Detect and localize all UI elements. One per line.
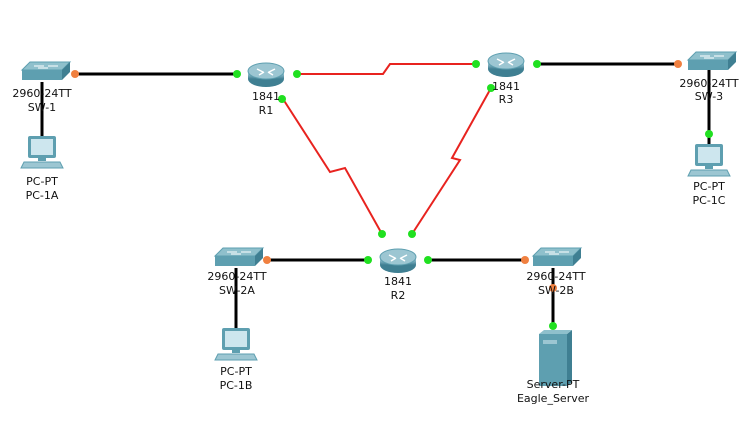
- device-name-label: PC-1A: [26, 189, 59, 202]
- port-light: [71, 70, 79, 78]
- switch-icon[interactable]: [532, 247, 582, 267]
- device-name-label: R2: [391, 289, 406, 302]
- pc-icon[interactable]: [20, 135, 64, 169]
- device-name-label: PC-1B: [220, 379, 253, 392]
- device-model-label: 2960-24TT: [12, 87, 71, 100]
- port-light: [705, 130, 713, 138]
- port-light: [549, 322, 557, 330]
- switch-icon[interactable]: [21, 61, 71, 81]
- port-light: [278, 95, 286, 103]
- device-model-label: PC-PT: [26, 175, 58, 188]
- device-name-label: Eagle_Server: [517, 392, 590, 405]
- device-model-label: 1841: [492, 80, 520, 93]
- device-name-label: R1: [259, 104, 274, 117]
- port-light: [408, 230, 416, 238]
- device-model-label: 2960-24TT: [526, 270, 585, 283]
- link-r1-r2-serial[interactable]: [282, 98, 383, 235]
- port-light: [263, 256, 271, 264]
- port-light: [533, 60, 541, 68]
- port-light: [521, 256, 529, 264]
- port-light: [364, 256, 372, 264]
- device-name-label: SW-2B: [538, 284, 574, 297]
- switch-icon[interactable]: [214, 247, 264, 267]
- device-model-label: Server-PT: [527, 378, 580, 391]
- device-model-label: PC-PT: [693, 180, 725, 193]
- link-r1-r3-serial[interactable]: [297, 63, 476, 75]
- port-light: [233, 70, 241, 78]
- device-name-label: SW-1: [28, 101, 56, 114]
- switch-icon[interactable]: [687, 51, 737, 71]
- device-model-label: 1841: [252, 90, 280, 103]
- port-light: [549, 284, 557, 292]
- router-icon[interactable]: [379, 248, 417, 274]
- device-model-label: 2960-24TT: [679, 77, 738, 90]
- device-model-label: 1841: [384, 275, 412, 288]
- router-icon[interactable]: [247, 62, 285, 88]
- port-light: [378, 230, 386, 238]
- device-model-label: PC-PT: [220, 365, 252, 378]
- device-name-label: SW-2A: [219, 284, 255, 297]
- pc-icon[interactable]: [687, 143, 731, 177]
- port-light: [674, 60, 682, 68]
- pc-icon[interactable]: [214, 327, 258, 361]
- port-light: [472, 60, 480, 68]
- link-r3-r2-serial[interactable]: [411, 87, 492, 235]
- port-light: [487, 84, 495, 92]
- device-name-label: R3: [499, 93, 514, 106]
- port-light: [293, 70, 301, 78]
- device-name-label: PC-1C: [693, 194, 726, 207]
- device-name-label: SW-3: [695, 90, 723, 103]
- device-model-label: 2960-24TT: [207, 270, 266, 283]
- port-light: [424, 256, 432, 264]
- router-icon[interactable]: [487, 52, 525, 78]
